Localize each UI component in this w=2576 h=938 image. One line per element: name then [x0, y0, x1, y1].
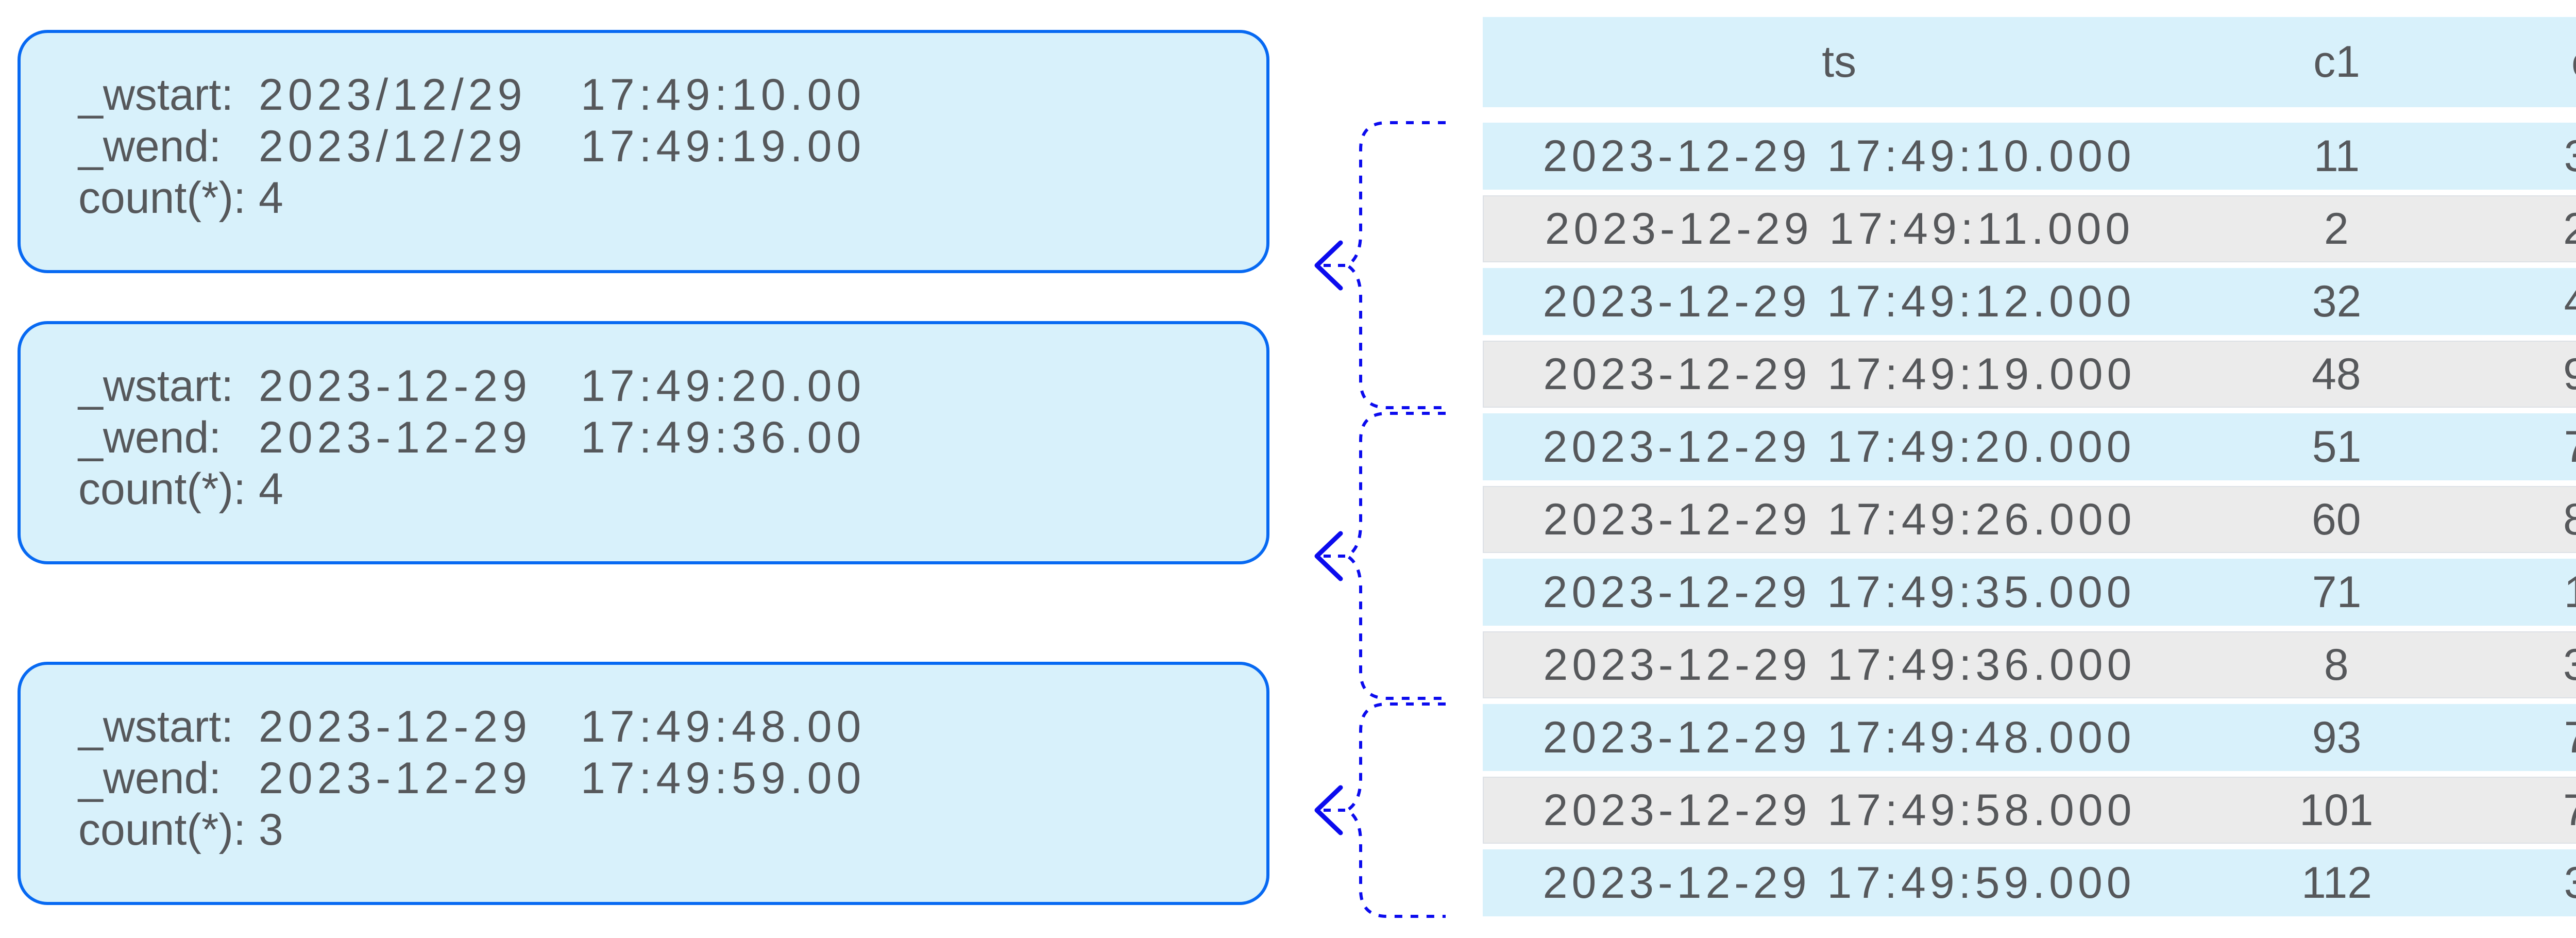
table-cell-ts: 2023-12-29 17:49:26.000 — [1543, 494, 2136, 544]
table-cell-c2: 9.1 — [2563, 349, 2576, 399]
window-line: _wstart: 2023-12-29 17:49:48.00 — [78, 701, 1246, 752]
window-result-box-3: _wstart: 2023-12-29 17:49:48.00 _wend: 2023-… — [18, 662, 1269, 905]
table-cell-c2: 7.6 — [2478, 422, 2576, 473]
window-line-value: 17:49:36.00 — [581, 413, 866, 462]
table-cell-c2: 3.6 — [2563, 640, 2576, 690]
bracket-group-2 — [1314, 412, 1446, 700]
table-cell-c1: 71 — [2312, 567, 2362, 617]
table-header-cell-c1: c1 — [2313, 37, 2360, 87]
table-cell-ts: 2023-12-29 17:49:58.000 — [1543, 785, 2136, 835]
table-header-cell-ts: ts — [1822, 37, 1857, 87]
table-cell-c2: 2.6 — [2563, 204, 2576, 254]
window-line-value: 4 — [259, 464, 288, 514]
table-row: 2023-12-29 17:49:19.000 48 9.1 — [1483, 341, 2576, 408]
bracket-group-3 — [1314, 702, 1446, 918]
window-line-label: _wend: — [78, 413, 222, 462]
table-cell-c1: 48 — [2311, 349, 2361, 399]
window-line: _wend: 2023-12-29 17:49:59.00 — [78, 752, 1246, 804]
table-cell-c2: 3.1 — [2478, 858, 2576, 909]
bracket-group-1 — [1314, 121, 1446, 409]
window-line: _wstart: 2023-12-29 17:49:20.00 — [78, 360, 1246, 412]
row-group-brace — [1344, 412, 1446, 700]
window-line-label: _wstart: — [78, 702, 234, 751]
table-cell-c1: 93 — [2312, 712, 2362, 762]
window-line-label: count(*): — [78, 173, 246, 223]
table-cell-ts: 2023-12-29 17:49:19.000 — [1543, 349, 2136, 399]
table-row: 2023-12-29 17:49:48.000 93 7.9 — [1483, 704, 2576, 771]
window-line-label: _wend: — [78, 122, 222, 171]
window-line: count(*): 3 — [78, 804, 1246, 856]
window-line-value: 17:49:10.00 — [581, 70, 866, 120]
table-cell-c2: 8.2 — [2563, 494, 2576, 544]
table-row: 2023-12-29 17:49:26.000 60 8.2 — [1483, 486, 2576, 553]
window-line-label: _wstart: — [78, 361, 234, 411]
table-cell-c2: 7.6 — [2563, 785, 2576, 835]
table-header-row: ts c1 c2 — [1483, 17, 2576, 107]
row-group-brace — [1344, 702, 1446, 918]
window-line-value: 17:49:48.00 — [581, 702, 866, 751]
window-line: _wstart: 2023/12/29 17:49:10.00 — [78, 69, 1246, 121]
row-group-brace — [1344, 121, 1446, 409]
window-result-box-2: _wstart: 2023-12-29 17:49:20.00 _wend: 2023-… — [18, 321, 1269, 564]
table-cell-c2: 4.8 — [2478, 276, 2576, 327]
table-cell-ts: 2023-12-29 17:49:36.000 — [1543, 640, 2136, 690]
table-row: 2023-12-29 17:49:35.000 71 1.2 — [1483, 559, 2576, 626]
window-line-label: _wend: — [78, 753, 222, 803]
table-cell-c1: 8 — [2324, 640, 2349, 690]
arrow-left-icon — [1314, 240, 1343, 291]
table-cell-ts: 2023-12-29 17:49:48.000 — [1543, 712, 2136, 762]
window-result-box-1: _wstart: 2023/12/29 17:49:10.00 _wend: 2023/… — [18, 30, 1269, 273]
table-cell-ts: 2023-12-29 17:49:20.000 — [1543, 422, 2136, 472]
query-result-table: ts c1 c2 2023-12-29 17:49:10.000113.1202… — [1483, 17, 2576, 916]
table-cell-c1: 2 — [2324, 204, 2349, 254]
window-line-label: count(*): — [78, 464, 246, 514]
table-row: 2023-12-29 17:49:59.000 112 3.1 — [1483, 849, 2576, 916]
window-line-value: 2023/12/29 — [259, 70, 527, 120]
window-line-value: 17:49:59.00 — [581, 753, 866, 803]
table-cell-c2: 1.2 — [2478, 567, 2576, 618]
window-line-value: 17:49:19.00 — [581, 122, 866, 171]
table-cell-c1: 112 — [2301, 858, 2372, 908]
table-cell-c1: 51 — [2312, 422, 2362, 472]
window-line-value — [581, 463, 1246, 515]
table-cell-ts: 2023-12-29 17:49:10.000 — [1543, 131, 2136, 181]
table-header-cell-c2: c2 — [2478, 37, 2576, 88]
window-line-value — [581, 172, 1246, 224]
table-row: 2023-12-29 17:49:20.000 51 7.6 — [1483, 413, 2576, 480]
window-line: count(*): 4 — [78, 172, 1246, 224]
table-row: 2023-12-29 17:49:12.000 32 4.8 — [1483, 268, 2576, 335]
arrow-left-icon — [1314, 531, 1343, 581]
table-cell-c1: 32 — [2312, 276, 2362, 326]
window-line-value: 2023-12-29 — [259, 413, 532, 462]
window-line-value: 2023-12-29 — [259, 361, 532, 411]
window-line-label: count(*): — [78, 805, 246, 855]
table-cell-ts: 2023-12-29 17:49:11.000 — [1545, 204, 2134, 254]
window-line-value: 4 — [259, 173, 288, 223]
table-row: 2023-12-29 17:49:36.000 8 3.6 — [1483, 631, 2576, 698]
table-cell-ts: 2023-12-29 17:49:59.000 — [1543, 858, 2136, 908]
window-line-value: 3 — [259, 805, 288, 855]
window-line-value: 2023/12/29 — [259, 122, 527, 171]
window-line-value — [581, 804, 1246, 856]
window-line: _wend: 2023-12-29 17:49:36.00 — [78, 412, 1246, 463]
table-row: 2023-12-29 17:49:10.000 11 3.1 — [1483, 123, 2576, 190]
table-cell-c2: 3.1 — [2478, 131, 2576, 182]
window-line: count(*): 4 — [78, 463, 1246, 515]
table-row: 2023-12-29 17:49:11.000 2 2.6 — [1483, 195, 2576, 262]
table-cell-c1: 60 — [2311, 494, 2361, 544]
table-cell-c1: 11 — [2313, 131, 2360, 181]
table-row: 2023-12-29 17:49:58.000 101 7.6 — [1483, 777, 2576, 844]
window-line-label: _wstart: — [78, 70, 234, 120]
window-line-value: 2023-12-29 — [259, 702, 532, 751]
table-cell-c1: 101 — [2299, 785, 2374, 835]
table-cell-ts: 2023-12-29 17:49:12.000 — [1543, 276, 2136, 326]
window-line-value: 2023-12-29 — [259, 753, 532, 803]
table-cell-c2: 7.9 — [2478, 712, 2576, 763]
window-line: _wend: 2023/12/29 17:49:19.00 — [78, 121, 1246, 172]
table-cell-ts: 2023-12-29 17:49:35.000 — [1543, 567, 2136, 617]
window-line-value: 17:49:20.00 — [581, 361, 866, 411]
arrow-left-icon — [1314, 785, 1343, 835]
